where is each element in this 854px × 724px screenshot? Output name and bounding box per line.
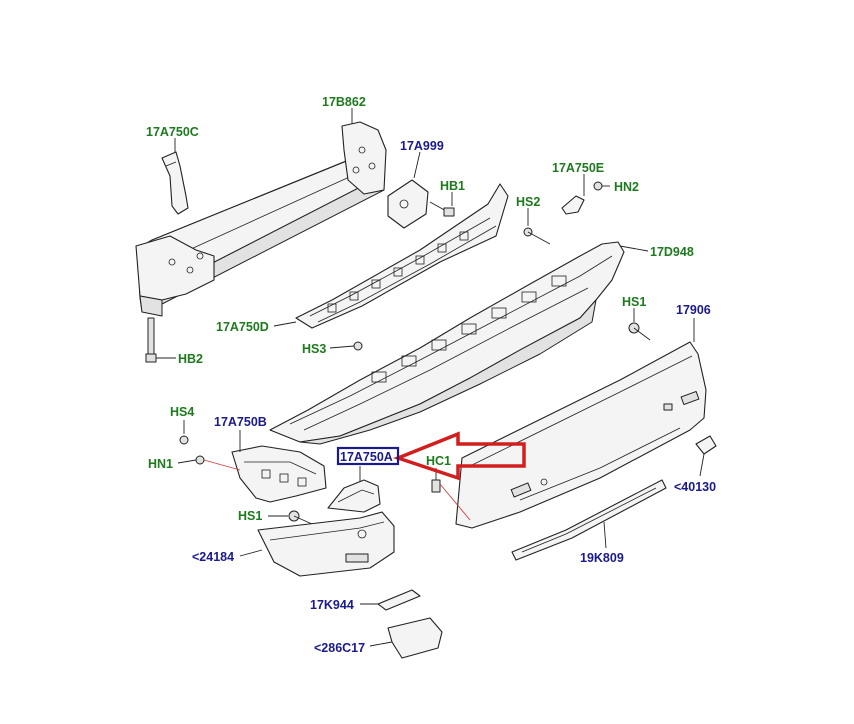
- bracket-17a750c-part[interactable]: [161, 151, 189, 215]
- screw-hs1-bottom-part[interactable]: [288, 510, 313, 525]
- bracket-17a750a-part[interactable]: [327, 479, 381, 513]
- impact-beam-part[interactable]: [135, 121, 387, 317]
- label-286c17: <286C17: [314, 641, 365, 655]
- reflector-286c17-part[interactable]: [387, 617, 443, 659]
- label-17a999: 17A999: [400, 139, 444, 153]
- label-hs3: HS3: [302, 342, 326, 356]
- energy-absorber-17d948-part[interactable]: [269, 241, 625, 445]
- highlight-arrow: [392, 431, 526, 481]
- label-hs4: HS4: [170, 405, 194, 419]
- bracket-17a999-part[interactable]: [387, 179, 429, 229]
- label-hn1: HN1: [148, 457, 173, 471]
- label-hb1: HB1: [440, 179, 465, 193]
- bracket-17a750e-part[interactable]: [561, 195, 585, 215]
- bolt-hb1-part[interactable]: [429, 201, 455, 217]
- bumper-cover-17906-part[interactable]: [455, 341, 707, 529]
- nut-hn1-part[interactable]: [195, 455, 205, 465]
- bolt-hb2-part[interactable]: [145, 317, 157, 363]
- clip-40130-part[interactable]: [695, 435, 717, 455]
- bracket-17a750b-part[interactable]: [231, 445, 327, 503]
- label-hs2: HS2: [516, 195, 540, 209]
- screw-hs3-part[interactable]: [353, 341, 363, 351]
- label-17a750a[interactable]: 17A750A: [340, 450, 393, 464]
- leader-lines: [156, 108, 705, 647]
- trim-strip-19k809-part[interactable]: [511, 479, 667, 561]
- label-17a750d: 17A750D: [216, 320, 269, 334]
- screw-hs1-top-part[interactable]: [628, 322, 651, 341]
- trim-17k944-part[interactable]: [377, 589, 421, 611]
- clip-hc1-part[interactable]: [431, 479, 441, 493]
- label-17b862: 17B862: [322, 95, 366, 109]
- nut-hn2-part[interactable]: [593, 181, 603, 191]
- label-hb2: HB2: [178, 352, 203, 366]
- label-17a750c: 17A750C: [146, 125, 199, 139]
- label-40130: <40130: [674, 480, 716, 494]
- highlight-box: [336, 446, 400, 466]
- label-24184: <24184: [192, 550, 234, 564]
- label-17k944: 17K944: [310, 598, 354, 612]
- screw-hs2-part[interactable]: [523, 227, 551, 245]
- label-hs1-top: HS1: [622, 295, 646, 309]
- label-17d948: 17D948: [650, 245, 694, 259]
- label-hs1-bottom: HS1: [238, 509, 262, 523]
- label-19k809: 19K809: [580, 551, 624, 565]
- label-17a750e: 17A750E: [552, 161, 604, 175]
- corner-cover-24184-part[interactable]: [257, 511, 395, 577]
- label-17a750b: 17A750B: [214, 415, 267, 429]
- label-17906: 17906: [676, 303, 711, 317]
- label-hc1: HC1: [426, 454, 451, 468]
- reinforcement-17a750d-part[interactable]: [295, 183, 509, 329]
- label-hn2: HN2: [614, 180, 639, 194]
- screw-hs4-part[interactable]: [179, 435, 189, 445]
